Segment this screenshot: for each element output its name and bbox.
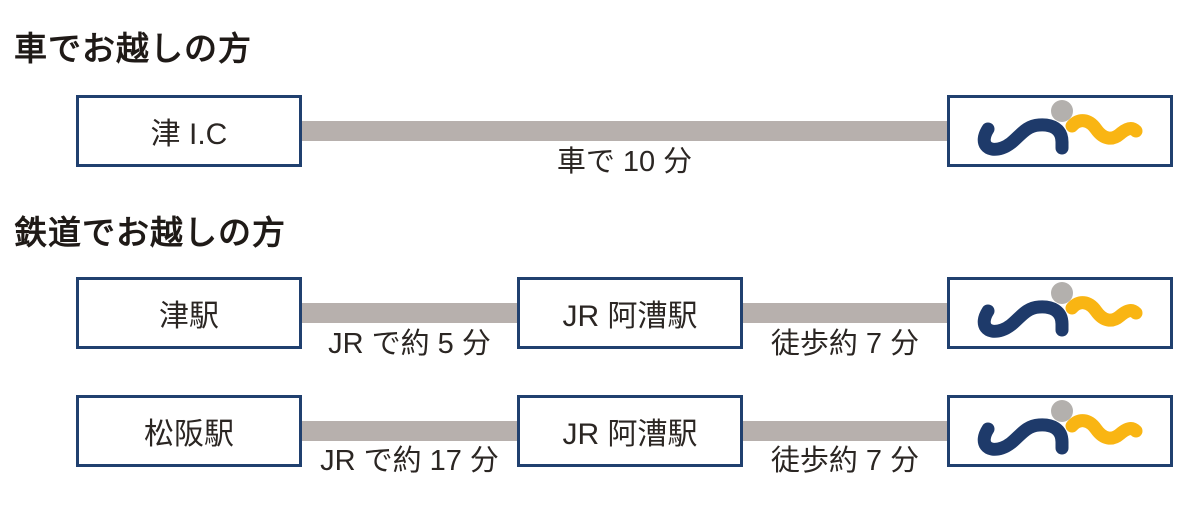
connector-bar-car bbox=[302, 121, 947, 141]
destination-logo-box-train2 bbox=[947, 395, 1173, 467]
connector-label-train2-leg1: JR で約 17 分 bbox=[320, 445, 499, 477]
origin-label-tsu-station: 津駅 bbox=[159, 300, 219, 333]
via-label-jr-akogi-2: JR 阿漕駅 bbox=[562, 418, 698, 451]
swimmer-logo-icon bbox=[950, 398, 1170, 464]
connector-bar-train2-leg2 bbox=[743, 421, 947, 441]
section-heading-car: 車でお越しの方 bbox=[14, 30, 252, 67]
origin-label-matsusaka-station: 松阪駅 bbox=[144, 418, 234, 451]
section-heading-train: 鉄道でお越しの方 bbox=[14, 214, 286, 251]
origin-label-tsu-ic: 津 I.C bbox=[150, 118, 228, 151]
swimmer-logo-icon bbox=[950, 98, 1170, 164]
via-box-jr-akogi-1: JR 阿漕駅 bbox=[517, 277, 743, 349]
connector-bar-train2-leg1 bbox=[302, 421, 517, 441]
connector-label-car: 車で 10 分 bbox=[556, 146, 693, 178]
via-box-jr-akogi-2: JR 阿漕駅 bbox=[517, 395, 743, 467]
connector-label-train2-leg2: 徒歩約 7 分 bbox=[770, 445, 920, 477]
origin-box-tsu-station: 津駅 bbox=[76, 277, 302, 349]
connector-bar-train1-leg1 bbox=[302, 303, 517, 323]
connector-label-train1-leg2: 徒歩約 7 分 bbox=[770, 328, 920, 360]
origin-box-tsu-ic: 津 I.C bbox=[76, 95, 302, 167]
swimmer-logo-icon bbox=[950, 280, 1170, 346]
connector-bar-train1-leg2 bbox=[743, 303, 947, 323]
destination-logo-box-car bbox=[947, 95, 1173, 167]
origin-box-matsusaka-station: 松阪駅 bbox=[76, 395, 302, 467]
via-label-jr-akogi-1: JR 阿漕駅 bbox=[562, 300, 698, 333]
destination-logo-box-train1 bbox=[947, 277, 1173, 349]
connector-label-train1-leg1: JR で約 5 分 bbox=[328, 328, 491, 360]
